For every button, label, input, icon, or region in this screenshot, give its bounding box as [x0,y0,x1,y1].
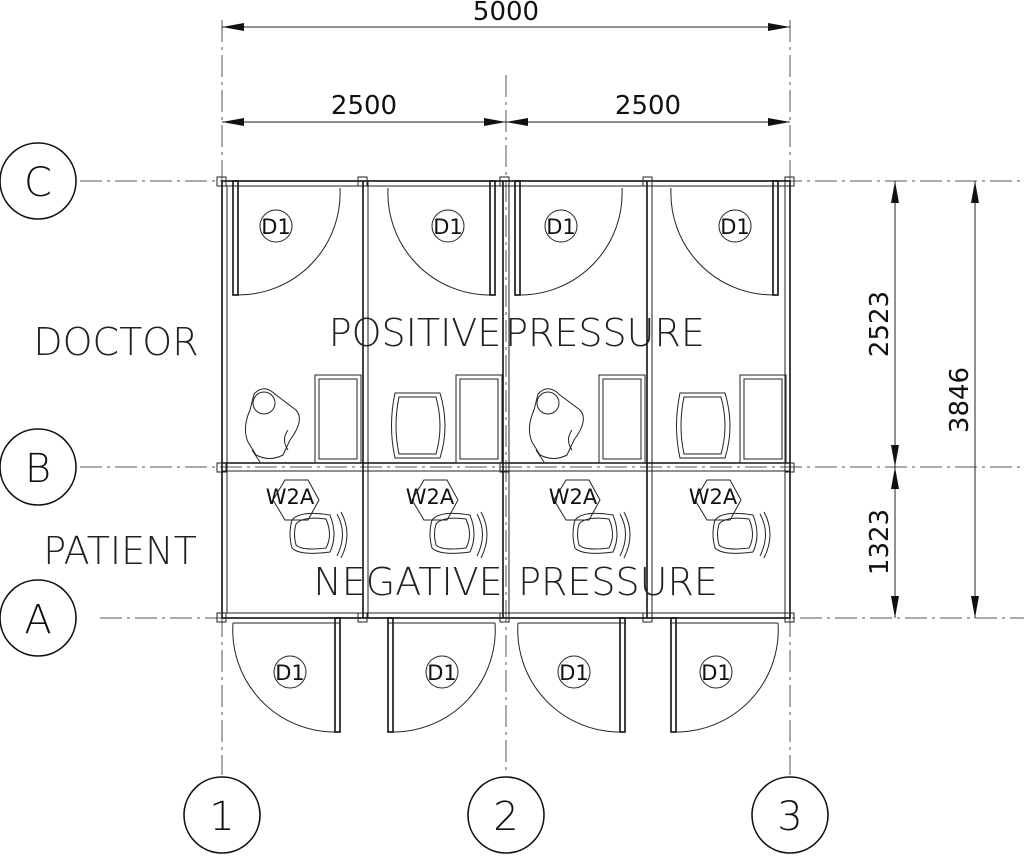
svg-text:A: A [24,597,51,643]
svg-text:2523: 2523 [865,291,895,357]
door-bottom-3: D1 [517,617,626,733]
window-tag-1: W2A [266,479,320,521]
svg-text:2: 2 [493,794,518,840]
svg-text:B: B [25,446,51,492]
svg-text:W2A: W2A [406,485,455,509]
grid-bubble-c: C [0,142,77,220]
svg-text:2500: 2500 [615,91,681,121]
desk-3 [598,374,646,464]
svg-text:W2A: W2A [266,485,315,509]
door-top-4: D1 [670,180,779,296]
label-positive: POSITIVE [329,311,502,355]
grid-bubble-1: 1 [183,776,261,854]
window-tag-3: W2A [549,479,601,521]
svg-text:D1: D1 [275,661,305,685]
doctor-chair-2 [676,392,731,459]
door-top-2: D1 [387,180,496,296]
window-tag-4: W2A [689,479,742,521]
svg-text:1323: 1323 [865,509,895,575]
svg-text:3846: 3846 [945,367,975,433]
svg-text:D1: D1 [433,215,463,239]
svg-text:2500: 2500 [331,91,397,121]
dimension-bay-right: 2500 [506,91,790,126]
door-top-3: D1 [514,180,623,296]
window-tag-2: W2A [406,479,459,521]
desk-4 [739,374,787,464]
label-negative: NEGATIVE [313,560,502,604]
patient-chair-2 [429,511,488,559]
patient-chair-3 [572,511,631,559]
label-negative-pressure: PRESSURE [518,560,718,604]
label-doctor: DOCTOR [33,320,198,364]
svg-text:C: C [24,160,52,206]
svg-text:D1: D1 [559,661,589,685]
svg-text:W2A: W2A [549,485,598,509]
door-bottom-2: D1 [387,617,496,733]
door-bottom-1: D1 [232,617,341,733]
grid-bubble-a: A [0,579,77,657]
svg-text:D1: D1 [546,215,576,239]
svg-text:3: 3 [777,794,802,840]
svg-text:D1: D1 [261,215,291,239]
svg-text:D1: D1 [427,661,457,685]
svg-text:5000: 5000 [473,0,539,27]
dimension-patient-zone: 1323 [865,467,899,618]
grid-bubble-2: 2 [467,776,545,854]
grid-bubble-3: 3 [751,776,829,854]
desk-1 [314,374,362,464]
svg-text:1: 1 [209,794,234,840]
booth-walls [216,176,795,623]
door-top-1: D1 [232,180,341,296]
doctor-chair-1 [391,392,446,459]
svg-text:W2A: W2A [689,485,738,509]
label-patient: PATIENT [43,529,197,573]
grid-bubble-b: B [0,428,77,506]
dimension-total-height: 3846 [945,181,979,618]
svg-text:D1: D1 [701,661,731,685]
dimension-overall: 5000 [222,0,790,31]
door-bottom-4: D1 [670,617,779,733]
doctor-figure-2 [528,388,584,463]
desk-2 [455,374,503,464]
doctor-figure-1 [244,388,300,463]
dimension-doctor-zone: 2523 [865,181,899,467]
patient-chair-1 [289,511,348,559]
label-positive-pressure: PRESSURE [505,311,705,355]
dimension-bay-left: 2500 [222,91,506,126]
patient-chair-4 [712,511,771,559]
svg-text:D1: D1 [720,215,750,239]
